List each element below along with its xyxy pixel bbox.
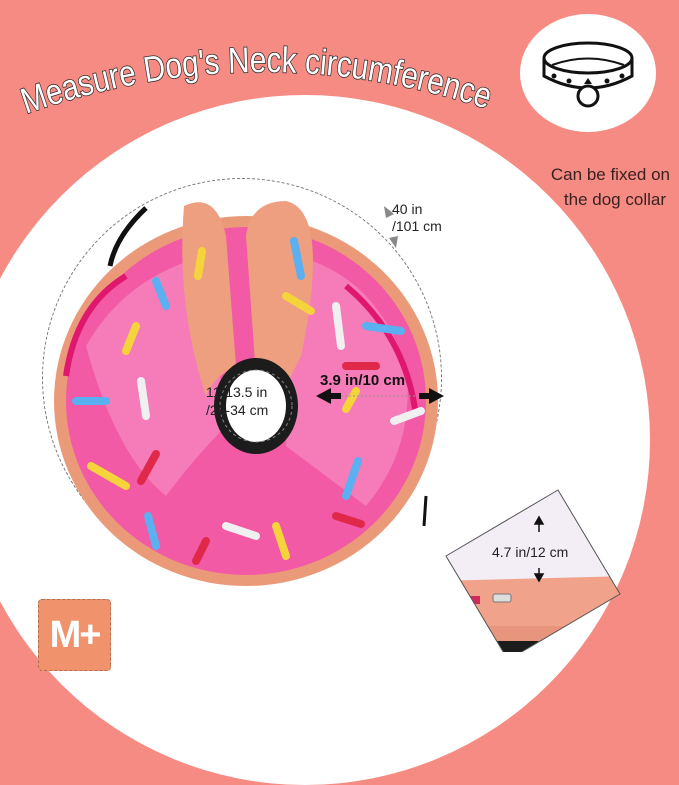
- size-badge: M+: [38, 599, 111, 671]
- collar-text-line2: the dog collar: [563, 190, 666, 209]
- collar-callout-text: Can be fixed on the dog collar: [520, 162, 670, 212]
- neck-opening-in: 11-13.5 in: [206, 384, 268, 400]
- outer-circumference-cm: /101 cm: [392, 218, 442, 234]
- title-text: Measure Dog's Neck circumference: [15, 38, 498, 122]
- height-label: 4.7 in/12 cm: [492, 544, 569, 560]
- donut-cone-image: [46, 196, 456, 592]
- page-title: Measure Dog's Neck circumference: [15, 38, 508, 122]
- ring-width-label: 3.9 in/10 cm: [320, 372, 406, 389]
- neck-opening-label: 11-13.5 in /28-34 cm: [206, 383, 268, 419]
- dog-collar-icon: [542, 41, 634, 108]
- outer-circumference-in: 40 in: [392, 201, 423, 217]
- outer-circumference-label: 40 in /101 cm: [392, 201, 442, 235]
- svg-text:Measure Dog's Neck circumferen: Measure Dog's Neck circumference: [18, 40, 497, 120]
- neck-opening-cm: /28-34 cm: [206, 402, 269, 418]
- height-detail-inset: [438, 476, 628, 661]
- collar-text-line1: Can be fixed on: [550, 165, 670, 184]
- collar-icon-badge: [520, 14, 656, 132]
